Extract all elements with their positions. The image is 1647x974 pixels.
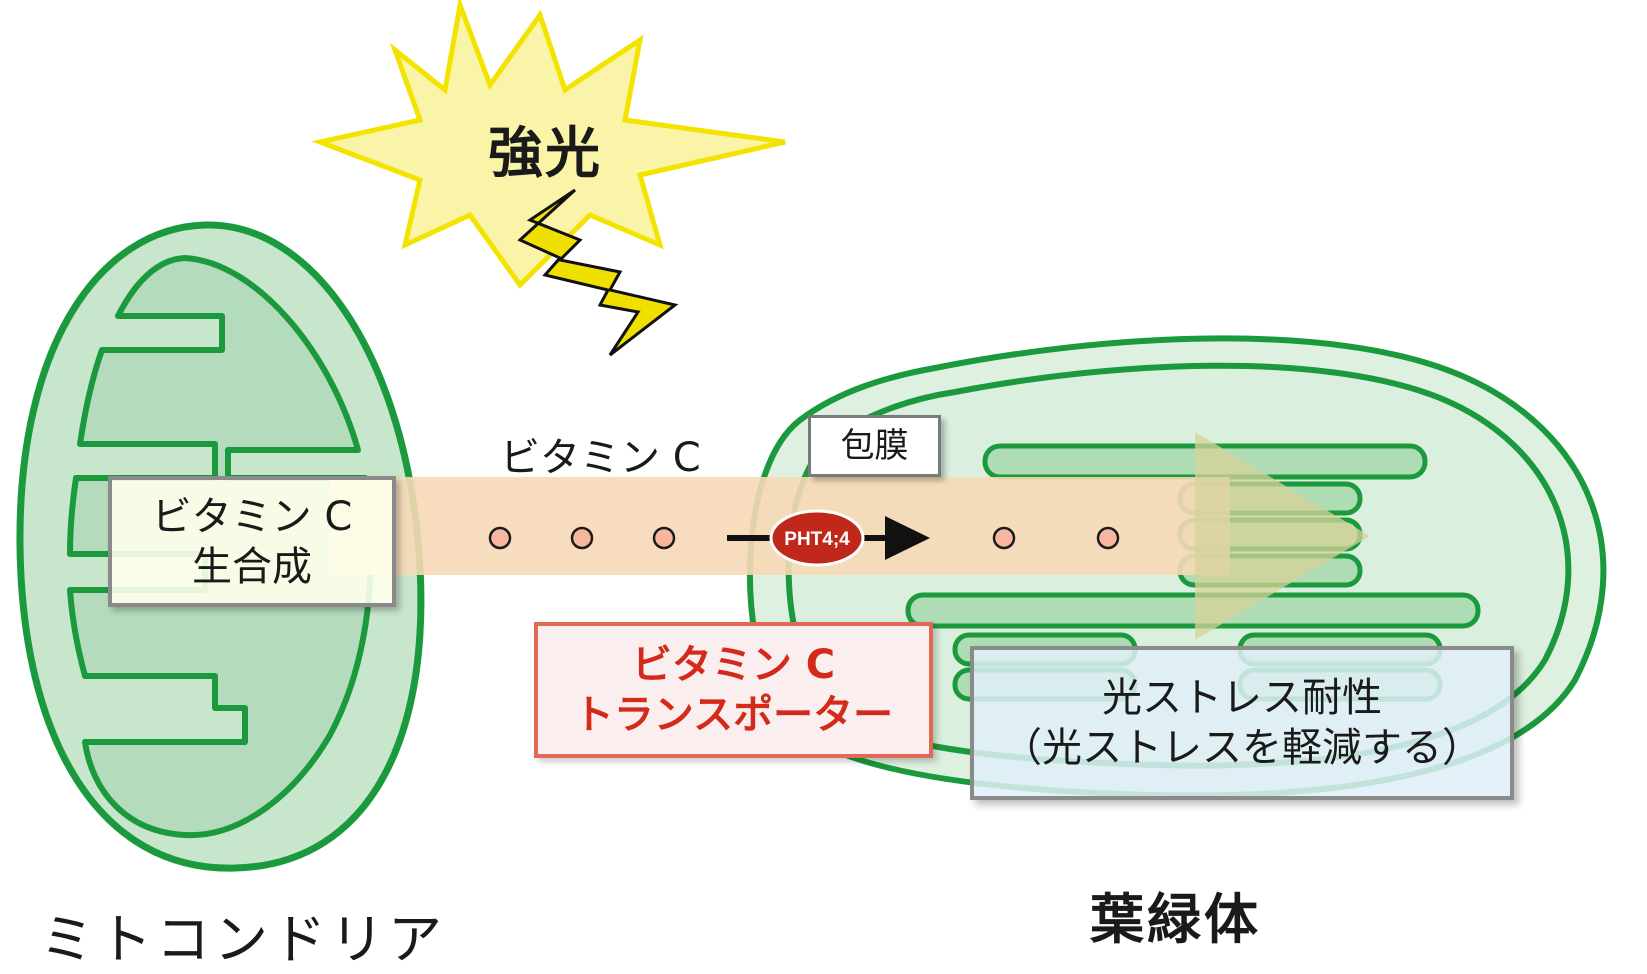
stress-line-1: 光ストレス耐性 — [1102, 675, 1382, 721]
pht4-4-protein — [769, 509, 865, 567]
envelope-label: 包膜 — [840, 425, 909, 466]
pht4-4-label: PHT4;4 — [784, 529, 850, 550]
transporter-line-1: ビタミン C — [631, 642, 836, 688]
transport-arrowhead — [885, 516, 930, 560]
vitamin-c-molecule-icon — [652, 526, 676, 550]
vitamin-c-transporter-box: ビタミン C トランスポーター — [534, 622, 933, 758]
thylakoid-middle — [905, 592, 1481, 629]
synthesis-line-2: 生合成 — [192, 543, 312, 590]
vitamin-c-synthesis-box: ビタミン C 生合成 — [108, 476, 396, 607]
vitamin-c-molecule-icon — [1096, 526, 1120, 550]
envelope-label-box: 包膜 — [808, 415, 941, 477]
synthesis-line-1: ビタミン C — [151, 493, 353, 540]
vitamin-c-molecule-icon — [992, 526, 1016, 550]
transport-flow-arrowhead — [1195, 432, 1370, 640]
chloroplast-label: 葉緑体 — [1090, 888, 1261, 951]
mitochondria-label: ミトコンドリア — [40, 908, 446, 971]
light-stress-tolerance-box: 光ストレス耐性 （光ストレスを軽減する） — [970, 646, 1514, 800]
vitamin-c-label: ビタミン C — [500, 435, 701, 481]
lightning-icon — [517, 188, 679, 357]
vitamin-c-molecule-icon — [488, 526, 512, 550]
strong-light-label: 強光 — [488, 121, 603, 185]
transporter-line-2: トランスポーター — [573, 692, 894, 738]
vitamin-c-molecule-icon — [570, 526, 594, 550]
starburst-icon — [311, 0, 786, 289]
stress-line-2: （光ストレスを軽減する） — [1002, 725, 1482, 771]
